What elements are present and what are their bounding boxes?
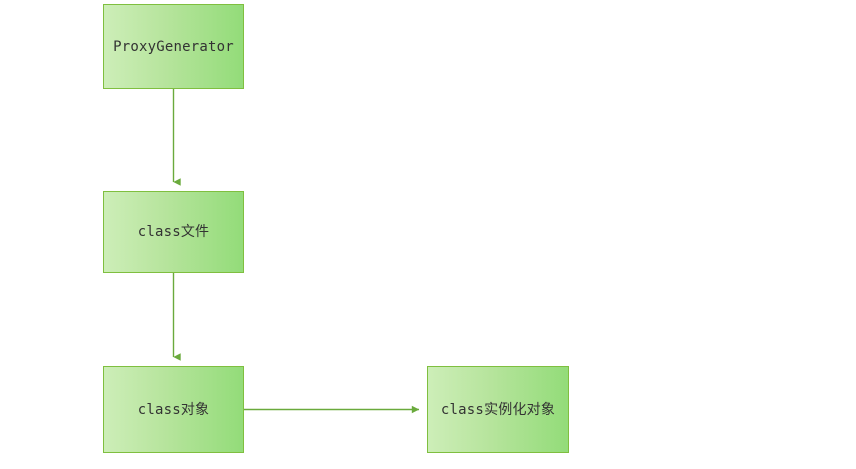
node-class-file-label: class文件 [137,224,210,240]
node-class-instance-label: class实例化对象 [440,401,556,418]
node-class-object-label: class对象 [137,401,210,418]
node-class-file[interactable]: class文件 [103,191,244,273]
node-proxygenerator[interactable]: ProxyGenerator [103,4,244,89]
node-class-instance[interactable]: class实例化对象 [427,366,569,453]
node-class-object[interactable]: class对象 [103,366,244,453]
node-proxygenerator-label: ProxyGenerator [113,38,234,55]
